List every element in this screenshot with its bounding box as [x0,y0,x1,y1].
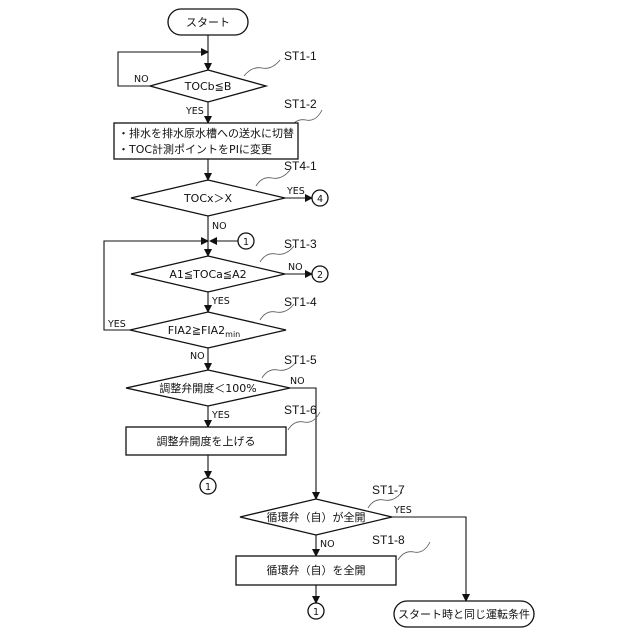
tag-st1-1: ST1-1 [284,49,317,63]
svg-text:2: 2 [317,270,323,281]
decision-valve-label: 調整弁開度＜100% [159,381,256,395]
branch-yes-tocb: YES [185,106,204,117]
process-circ: 循環弁（自）を全開 [236,556,396,585]
start-terminal: スタート [168,9,248,35]
tag-st4-1: ST4-1 [284,159,317,173]
decision-tocx: TOCx＞X [131,180,285,216]
connector-2: 2 [312,266,328,282]
branch-no-circ: NO [320,539,335,550]
decision-toca: A1≦TOCa≦A2 [131,256,285,292]
connector-1-after-circ: 1 [308,603,324,619]
decision-circ: 循環弁（自）が全開 [240,499,392,535]
tag-st1-4: ST1-4 [284,295,317,309]
connector-4: 4 [312,190,328,206]
process-switch-line-1: ・排水を排水原水槽への送水に切替 [118,126,294,140]
branch-no-toca: NO [288,262,303,273]
svg-text:1: 1 [243,237,249,248]
process-circ-label: 循環弁（自）を全開 [267,563,366,577]
svg-text:1: 1 [313,607,319,618]
branch-yes-toca: YES [211,296,230,307]
decision-tocx-label: TOCx＞X [183,192,233,205]
tag-st1-7: ST1-7 [372,483,405,497]
connector-1-after-raise: 1 [200,478,216,494]
process-switch-line-2: ・TOC計測ポイントをPIに変更 [118,142,272,156]
svg-text:1: 1 [205,482,211,493]
tag-st1-3: ST1-3 [284,237,317,251]
decision-circ-label: 循環弁（自）が全開 [267,510,366,524]
tag-st1-2: ST1-2 [284,97,317,111]
step-tags: ST1-1 ST1-2 ST4-1 ST1-3 ST1-4 ST1-5 ST1-… [284,49,405,547]
decision-fia2: FIA2≧FIA2min [130,312,286,348]
start-label: スタート [186,16,230,29]
end-terminal: スタート時と同じ運転条件 [394,601,534,627]
decision-fia2-subscript: min [225,330,240,339]
decision-fia2-main: FIA2≧FIA2 [168,324,225,337]
decision-tocb: TOCb≦B [150,70,266,102]
connector-1-entry: 1 [238,233,254,249]
process-raise: 調整弁開度を上げる [126,427,286,455]
branch-no-fia2: NO [190,351,205,362]
tag-st1-5: ST1-5 [284,353,317,367]
decision-toca-label: A1≦TOCa≦A2 [169,268,246,281]
branch-yes-circ: YES [393,505,412,516]
svg-text:4: 4 [317,194,323,205]
process-raise-label: 調整弁開度を上げる [157,434,256,448]
process-switch: ・排水を排水原水槽への送水に切替 ・TOC計測ポイントをPIに変更 [114,123,298,159]
branch-yes-valve: YES [211,410,230,421]
branch-yes-tocx: YES [286,186,305,197]
branch-no-tocb: NO [134,74,149,85]
decision-tocb-label: TOCb≦B [184,80,232,93]
branch-no-tocx: NO [212,221,227,232]
end-label: スタート時と同じ運転条件 [398,607,530,621]
edge-circ-yes [392,517,466,601]
tag-st1-8: ST1-8 [372,533,405,547]
leader-st1-1 [244,60,280,76]
decision-valve: 調整弁開度＜100% [126,370,290,406]
tag-st1-6: ST1-6 [284,403,317,417]
branch-no-valve: NO [290,376,305,387]
branch-yes-fia2: YES [107,319,126,330]
